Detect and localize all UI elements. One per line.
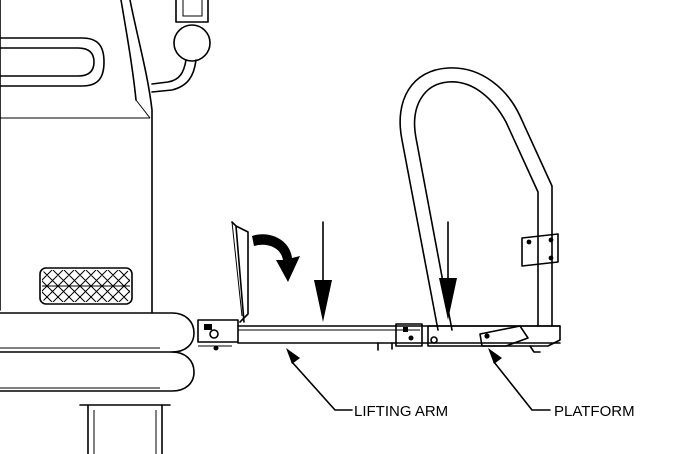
bumper: [0, 312, 195, 392]
platform-label: PLATFORM: [554, 403, 635, 420]
handrail: [399, 67, 559, 331]
platform-leader: [488, 348, 551, 411]
downward-force-arrow-icon: [314, 221, 332, 322]
top-bracket: [151, 0, 211, 93]
platform: [427, 325, 561, 353]
curved-rotation-arrow-icon: [252, 234, 300, 282]
downward-force-arrow-icon: [439, 221, 457, 320]
roll-stop-flap: [231, 221, 249, 323]
reflector: [39, 267, 133, 305]
lower-frame: [79, 404, 171, 454]
lifting-arm-label: LIFTING ARM: [354, 403, 448, 420]
control-knob: [173, 24, 211, 62]
vehicle-body: [0, 0, 153, 313]
lifting-arm-leader: [286, 348, 353, 411]
